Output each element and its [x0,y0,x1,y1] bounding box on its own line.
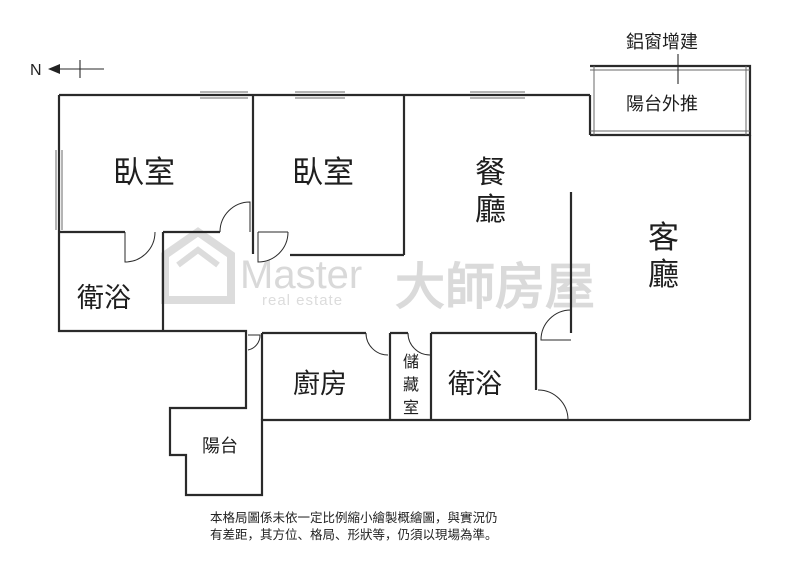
room-dining-2: 廳 [475,192,506,228]
doors [124,201,572,421]
room-storage-3: 室 [403,398,419,417]
room-balcony-extension: 陽台外推 [626,94,698,115]
room-living-2: 廳 [648,257,679,293]
compass-label: N [30,62,42,79]
room-storage-2: 藏 [403,375,419,394]
room-living-1: 客 [648,220,679,256]
north-arrow-icon [48,64,60,74]
north-compass: N [30,60,104,79]
watermark: Master real estate 大師房屋 [161,227,595,316]
interior-walls [59,95,573,420]
room-storage-1: 儲 [403,352,419,371]
disclaimer: 本格局圖係未依一定比例縮小繪製概繪圖，與實況仍 有差距，其方位、格局、形狀等，仍… [210,510,498,542]
room-balcony: 陽台 [202,436,238,457]
disclaimer-line-2: 有差距，其方位、格局、形狀等，仍須以現場為準。 [210,527,498,542]
watermark-brand: Master [240,253,362,297]
watermark-logo-icon [161,227,235,304]
room-kitchen: 廚房 [293,369,347,400]
watermark-cjk: 大師房屋 [395,258,595,316]
annotation-aluminum-window: 鋁窗增建 [626,32,698,53]
room-bath-1: 衛浴 [77,283,131,314]
room-bedroom-2: 臥室 [292,155,354,191]
watermark-sub: real estate [262,292,343,309]
balcony-extension [590,54,752,137]
exterior-walls [57,93,752,497]
room-bath-2: 衛浴 [448,369,502,400]
room-dining-1: 餐 [475,155,506,191]
top-windows [55,91,525,230]
room-labels: 臥室 臥室 餐 廳 客 廳 衛浴 衛浴 廚房 儲 藏 室 陽台 陽台外推 鋁窗增… [77,32,698,457]
disclaimer-line-1: 本格局圖係未依一定比例縮小繪製概繪圖，與實況仍 [210,510,498,525]
room-bedroom-1: 臥室 [113,155,175,191]
